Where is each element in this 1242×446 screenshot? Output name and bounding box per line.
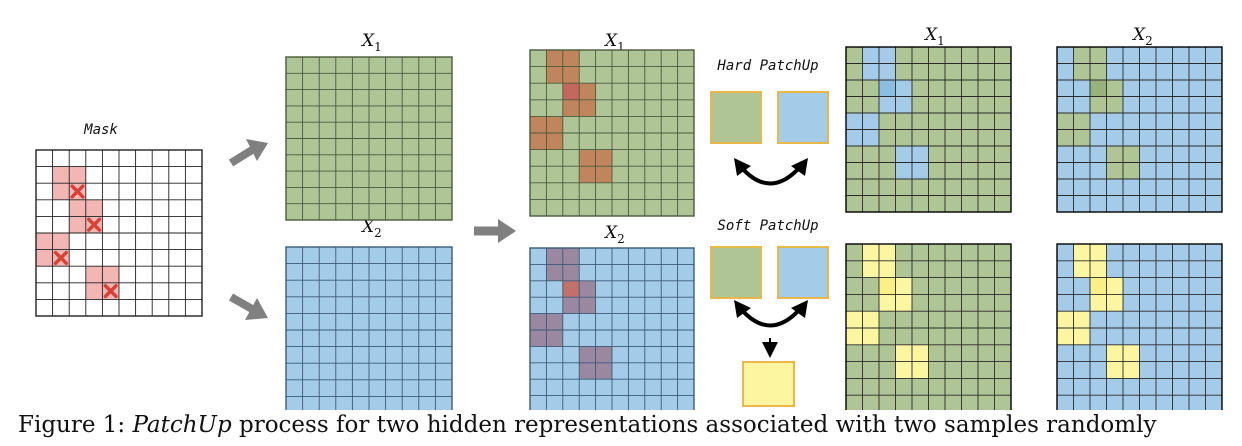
- hard-swatch-blue: [777, 91, 829, 144]
- x1-feature-grid: [285, 56, 453, 221]
- grid-border: [529, 247, 695, 410]
- patchup-diagram: Mask X1 X2 X1 X2 X1 X2 Hard PatchUp Soft…: [35, 25, 1223, 410]
- grid-border: [1056, 46, 1223, 213]
- overlap-cell: [879, 80, 896, 97]
- overlap-cell: [562, 280, 580, 298]
- soft-result-x2-grid: [1056, 243, 1223, 410]
- soft-patchup-label: Soft PatchUp: [717, 218, 818, 234]
- mask-cross-3: [53, 250, 68, 265]
- caption-figure-label: Figure 1:: [18, 412, 126, 438]
- arrow-right: [474, 219, 516, 243]
- caption-text: process for two hidden representations a…: [238, 412, 1157, 438]
- grid-border: [35, 149, 203, 317]
- grid-border: [845, 46, 1012, 213]
- x1-label-result: X1: [923, 25, 945, 48]
- x1-label-original: X1: [360, 31, 382, 54]
- overlap-cell: [562, 83, 580, 100]
- arrow-up-right: [228, 139, 268, 167]
- grid-border: [285, 56, 453, 221]
- caption-method: PatchUp: [132, 412, 232, 438]
- mask-grid: [35, 149, 203, 317]
- overlap-cell: [1090, 277, 1107, 295]
- overlap-cell: [879, 277, 896, 295]
- figure-caption: Figure 1: PatchUp process for two hidden…: [18, 412, 1238, 446]
- overlap-cell: [1090, 80, 1107, 97]
- soft-result-x1-grid: [845, 243, 1012, 410]
- hard-result-x2-grid: [1056, 46, 1223, 213]
- mask-cross-2: [87, 217, 102, 232]
- x2-label-original: X2: [360, 217, 382, 240]
- hard-result-x1-grid: [845, 46, 1012, 213]
- soft-swap-arrowhead-left: [734, 300, 751, 318]
- x2-feature-grid: [285, 246, 453, 410]
- arrow-down-right: [229, 293, 268, 320]
- hard-swap-curve: [739, 165, 802, 186]
- grid-border: [1056, 243, 1223, 410]
- x2-label-masked: X2: [603, 223, 625, 246]
- hard-swap-arrowhead-right: [791, 158, 808, 176]
- mask-label: Mask: [83, 122, 118, 138]
- mask-cross-1: [70, 184, 85, 199]
- mask-cross-4: [103, 284, 118, 299]
- x1-masked-grid: [529, 49, 695, 217]
- x2-masked-grid: [529, 247, 695, 410]
- hard-swatch-green: [710, 91, 762, 144]
- soft-swap-curve: [739, 307, 802, 328]
- hard-patchup-label: Hard PatchUp: [716, 58, 818, 74]
- hard-swap-arrowhead-left: [734, 158, 751, 176]
- soft-swatch-green: [710, 246, 762, 299]
- soft-swap-arrowhead-right: [791, 300, 808, 318]
- soft-swatch-blue: [777, 246, 829, 299]
- x1-label-masked: X1: [603, 31, 625, 54]
- soft-swatch-mixed-yellow: [742, 361, 795, 407]
- x2-label-result: X2: [1131, 25, 1153, 48]
- grid-border: [285, 246, 453, 410]
- grid-border: [529, 49, 695, 217]
- grid-border: [845, 243, 1012, 410]
